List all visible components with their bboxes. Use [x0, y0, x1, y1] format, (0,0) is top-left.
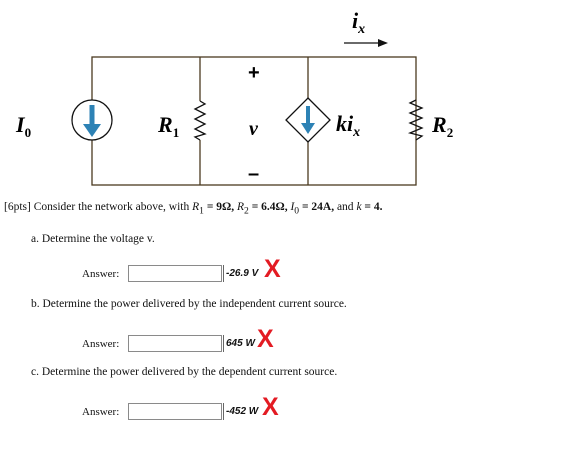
r1-symbol: R — [192, 201, 200, 213]
independent-current-source — [71, 99, 113, 141]
answer-a-submitted: -26.9 V — [223, 265, 258, 282]
dependent-source-label: kix — [336, 111, 360, 140]
k-value: = 4. — [364, 201, 383, 213]
r2-subscript: 2 — [244, 205, 249, 217]
answer-b-submitted: 645 W — [223, 335, 255, 352]
ix-arrow-icon — [344, 39, 388, 47]
question-b-text: b. Determine the power delivered by the … — [31, 298, 347, 310]
answer-a-input[interactable] — [128, 265, 222, 282]
r1-resistor — [193, 100, 207, 141]
k-symbol: k — [356, 201, 362, 213]
i0-value: = 24A, — [301, 201, 335, 213]
answer-b-label: Answer: — [82, 338, 120, 350]
problem-statement: [6pts] Consider the network above, with … — [4, 201, 564, 216]
ix-label: ix — [352, 8, 365, 37]
r2-symbol: R — [236, 201, 245, 213]
question-a-text: a. Determine the voltage v. — [31, 233, 155, 245]
i0-symbol: I — [290, 201, 295, 213]
answer-c-input[interactable] — [128, 403, 222, 420]
answer-a-label: Answer: — [82, 268, 120, 280]
r2-value: = 6.4Ω, — [251, 201, 288, 213]
problem-intro: Consider the network above, with — [33, 201, 190, 213]
answer-b-wrong-icon: X — [257, 325, 274, 353]
answer-a-wrong-icon: X — [264, 255, 281, 283]
minus-sign: – — [248, 163, 259, 185]
source-label: I0 — [15, 112, 31, 140]
r1-label: R1 — [157, 112, 179, 140]
answer-b-input[interactable] — [128, 335, 222, 352]
r1-subscript: 1 — [199, 205, 204, 217]
circuit-diagram: I0 R1 + v – kix R2 ix — [15, 8, 453, 186]
r1-value: = 9Ω, — [206, 201, 235, 213]
dependent-current-source — [285, 97, 331, 143]
question-c-text: c. Determine the power delivered by the … — [31, 366, 338, 378]
answer-c-wrong-icon: X — [262, 393, 279, 421]
points-label: [6pts] — [4, 201, 31, 213]
and-word: and — [336, 201, 354, 213]
answer-c-submitted: -452 W — [223, 403, 258, 420]
i0-subscript: 0 — [294, 205, 300, 217]
voltage-label: v — [249, 118, 259, 140]
r2-label: R2 — [431, 112, 453, 140]
r2-resistor — [407, 99, 424, 141]
answer-c-label: Answer: — [82, 406, 120, 418]
plus-sign: + — [248, 62, 260, 84]
